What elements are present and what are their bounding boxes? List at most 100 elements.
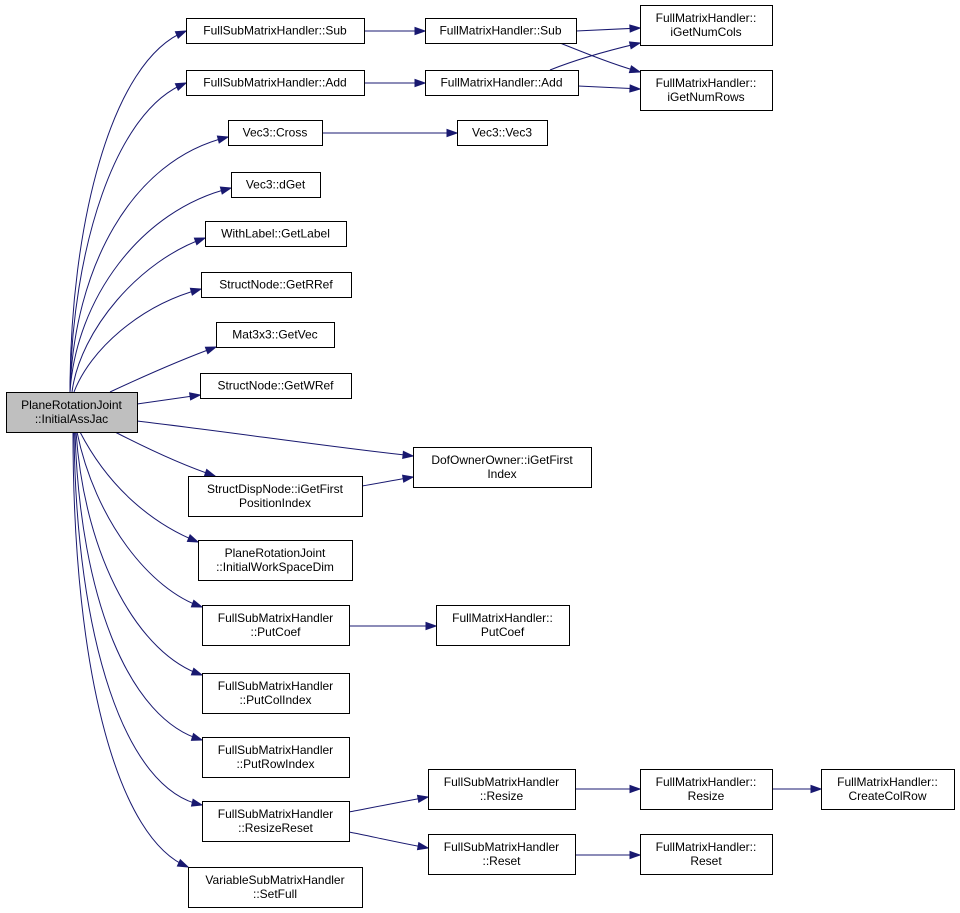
arrowhead-icon (628, 41, 642, 50)
edge-fmh_sub-to-fmh_igetnumcols (575, 24, 642, 33)
edge-line (348, 796, 429, 813)
node-root[interactable]: PlaneRotationJoint::InitialAssJac (6, 392, 138, 433)
edge-line (74, 431, 203, 741)
edge-line (136, 394, 201, 405)
node-fsmh-putcoef[interactable]: FullSubMatrixHandler::PutCoef (202, 605, 350, 646)
arrowhead-icon (629, 784, 642, 794)
node-box (186, 18, 365, 44)
node-mat3x3-getvec[interactable]: Mat3x3::GetVec (216, 322, 335, 348)
node-label: FullSubMatrixHandler (444, 775, 559, 789)
arrowhead-icon (402, 450, 415, 460)
node-label: FullMatrixHandler:: (656, 840, 757, 854)
node-box (640, 769, 773, 810)
node-vsmh-setfull[interactable]: VariableSubMatrixHandler::SetFull (188, 867, 363, 908)
edge-fsmh_sub-to-fmh_sub (364, 26, 427, 36)
edge-fsmh_resize-to-fmh_resize (575, 784, 642, 794)
edge-line (75, 431, 203, 676)
edge-fmh_sub-to-fmh_igetnumrows (559, 42, 642, 74)
node-label: ::PutCoef (250, 625, 301, 639)
node-label: Resize (688, 789, 725, 803)
edge-vec3_cross-to-vec3_vec3 (322, 128, 459, 138)
node-structnode-getwref[interactable]: StructNode::GetWRef (200, 373, 352, 399)
node-label: Vec3::Cross (243, 126, 308, 140)
node-label: ::PutRowIndex (236, 757, 314, 771)
node-label: Index (487, 467, 516, 481)
arrowhead-icon (189, 287, 203, 296)
arrowhead-icon (190, 599, 204, 608)
node-fsmh-sub[interactable]: FullSubMatrixHandler::Sub (186, 18, 365, 44)
arrowhead-icon (189, 392, 202, 401)
node-fsmh-reset[interactable]: FullSubMatrixHandler::Reset (428, 834, 576, 875)
node-label: FullSubMatrixHandler::Add (203, 76, 346, 90)
node-box (640, 834, 773, 875)
node-vec3-vec3[interactable]: Vec3::Vec3 (457, 120, 548, 146)
node-box (202, 605, 350, 646)
edge-line (348, 831, 429, 849)
arrowhead-icon (203, 468, 217, 477)
node-fmh-resize[interactable]: FullMatrixHandler::Resize (640, 769, 773, 810)
node-fmh-sub[interactable]: FullMatrixHandler::Sub (425, 18, 577, 44)
edge-root-to-sdn_igetfirst (114, 431, 217, 477)
node-label: FullMatrixHandler:: (656, 11, 757, 25)
node-box (198, 540, 353, 581)
arrowhead-icon (216, 135, 230, 144)
arrowhead-icon (219, 186, 233, 195)
node-withlabel-getlabel[interactable]: WithLabel::GetLabel (205, 221, 347, 247)
node-box (202, 673, 350, 714)
edges-layer (69, 24, 823, 868)
node-fmh-igetnumcols[interactable]: FullMatrixHandler::iGetNumCols (640, 5, 773, 46)
node-prj-initworkspace[interactable]: PlaneRotationJoint::InitialWorkSpaceDim (198, 540, 353, 581)
node-box (640, 5, 773, 46)
node-label: FullMatrixHandler::Sub (439, 24, 561, 38)
node-box (216, 322, 335, 348)
node-label: FullMatrixHandler:: (452, 611, 553, 625)
node-fmh-add[interactable]: FullMatrixHandler::Add (425, 70, 579, 96)
node-fmh-reset[interactable]: FullMatrixHandler::Reset (640, 834, 773, 875)
node-fsmh-add[interactable]: FullSubMatrixHandler::Add (186, 70, 365, 96)
node-label: DofOwnerOwner::iGetFirst (431, 453, 573, 467)
arrowhead-icon (401, 474, 415, 483)
node-structnode-getrref[interactable]: StructNode::GetRRef (201, 272, 352, 298)
edge-line (575, 27, 641, 32)
arrowhead-icon (628, 65, 642, 74)
arrowhead-icon (176, 858, 190, 868)
arrowhead-icon (425, 621, 438, 631)
node-fmh-igetnumrows[interactable]: FullMatrixHandler::iGetNumRows (640, 70, 773, 111)
edge-line (69, 82, 187, 393)
edge-root-to-vsmh_setfull (72, 431, 190, 868)
node-label: FullMatrixHandler:: (837, 775, 938, 789)
node-label: PositionIndex (239, 496, 311, 510)
node-fmh-putcoef[interactable]: FullMatrixHandler::PutCoef (436, 605, 570, 646)
edge-fmh_resize-to-fmh_createcolrow (772, 784, 823, 794)
node-label: FullSubMatrixHandler (218, 611, 333, 625)
node-fsmh-putcolindex[interactable]: FullSubMatrixHandler::PutColIndex (202, 673, 350, 714)
edge-line (73, 431, 203, 806)
arrowhead-icon (416, 841, 430, 851)
edge-fsmh_add-to-fmh_add (364, 78, 427, 88)
node-box (457, 120, 548, 146)
node-vec3-dget[interactable]: Vec3::dGet (231, 172, 321, 198)
edge-fsmh_resizereset-to-fsmh_resize (348, 794, 430, 813)
node-fsmh-resizereset[interactable]: FullSubMatrixHandler::ResizeReset (202, 801, 350, 842)
node-box (436, 605, 570, 646)
edge-root-to-fsmh_putcoef (76, 431, 204, 608)
node-fmh-createcolrow[interactable]: FullMatrixHandler::CreateColRow (821, 769, 955, 810)
arrowhead-icon (204, 346, 218, 355)
node-label: Mat3x3::GetVec (232, 328, 317, 342)
node-label: FullSubMatrixHandler (218, 807, 333, 821)
node-fsmh-resize[interactable]: FullSubMatrixHandler::Resize (428, 769, 576, 810)
node-label: StructDispNode::iGetFirst (207, 482, 344, 496)
arrowhead-icon (174, 82, 188, 91)
arrowhead-icon (190, 732, 204, 741)
node-box (188, 476, 363, 517)
node-fsmh-putrowindex[interactable]: FullSubMatrixHandler::PutRowIndex (202, 737, 350, 778)
node-box (228, 120, 323, 146)
node-vec3-cross[interactable]: Vec3::Cross (228, 120, 323, 146)
edge-line (76, 431, 203, 608)
edge-root-to-structnode_getwref (136, 392, 202, 405)
edge-fsmh_putcoef-to-fmh_putcoef (349, 621, 438, 631)
node-box (188, 867, 363, 908)
edge-fsmh_reset-to-fmh_reset (575, 850, 642, 860)
